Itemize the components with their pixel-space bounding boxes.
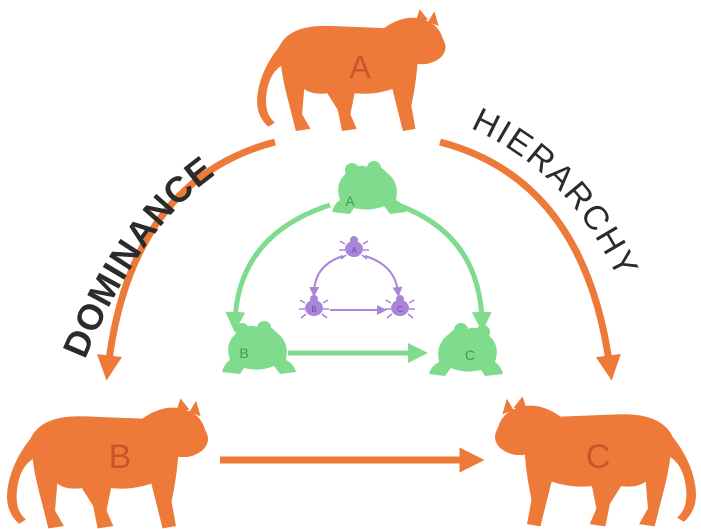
tiger-b-label: B	[109, 438, 132, 476]
tiger-a-label: A	[349, 49, 371, 85]
frog-b-label: B	[239, 345, 248, 361]
dominance-label: DOMINANCE	[55, 148, 221, 363]
bug-c-label: C	[397, 305, 403, 314]
arrow-a-to-c	[439, 138, 621, 381]
arrow-frog-a-to-c	[397, 202, 492, 332]
frog-c-label: C	[465, 347, 475, 363]
tiger-b-icon	[7, 398, 209, 529]
arrow-bug-a-to-c	[364, 255, 403, 297]
arrow-frog-a-to-b	[225, 202, 331, 332]
tiger-c-label: C	[586, 438, 611, 476]
frog-b-icon	[222, 321, 296, 374]
svg-text:HIERARCHY: HIERARCHY	[467, 101, 646, 284]
arrow-bug-a-to-b	[309, 255, 344, 297]
arrow-a-to-b	[96, 138, 276, 381]
hierarchy-label: HIERARCHY	[467, 101, 644, 284]
svg-text:DOMINANCE: DOMINANCE	[55, 148, 222, 363]
bug-b-label: B	[311, 305, 316, 314]
frog-a-label: A	[345, 193, 355, 209]
bug-a-label: A	[351, 246, 357, 255]
frog-a-icon	[332, 161, 406, 214]
